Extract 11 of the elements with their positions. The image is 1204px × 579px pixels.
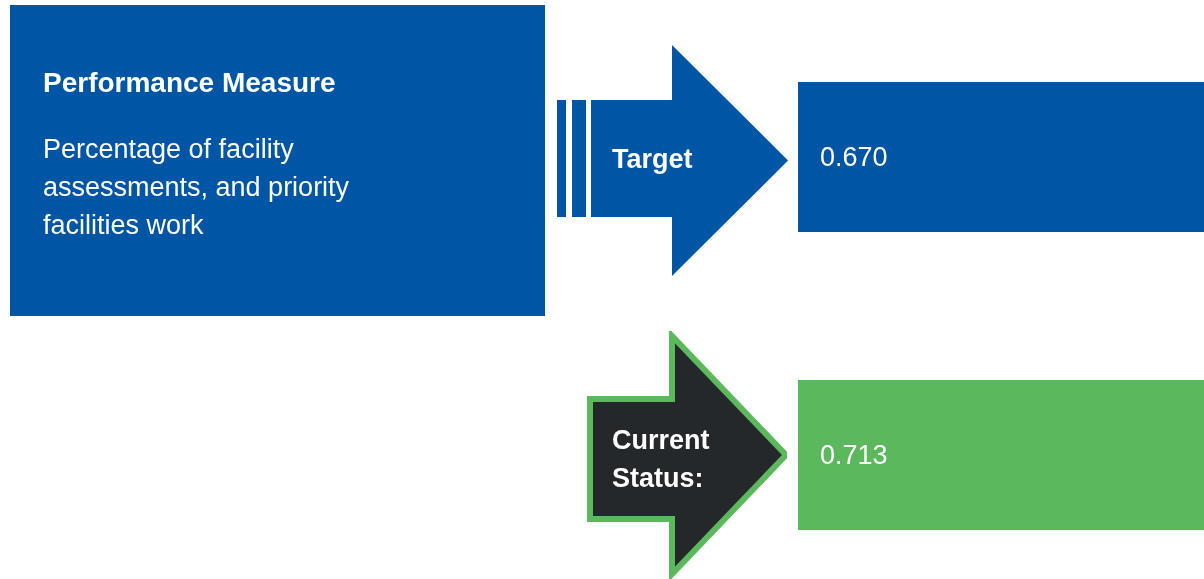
value-text: 0.670 (820, 140, 888, 174)
value-box (798, 380, 1204, 530)
heading: Performance Measure (43, 66, 337, 100)
value-box (798, 82, 1204, 232)
arrow-label: Current Status: (612, 424, 711, 495)
block-arrow (557, 45, 788, 276)
arrow-label: Target (612, 142, 694, 176)
description: Percentage of facility assessments, and priority facilities work (43, 133, 351, 242)
value-text: 0.713 (820, 438, 888, 472)
block-arrow (587, 331, 787, 579)
measure-box (10, 5, 545, 316)
